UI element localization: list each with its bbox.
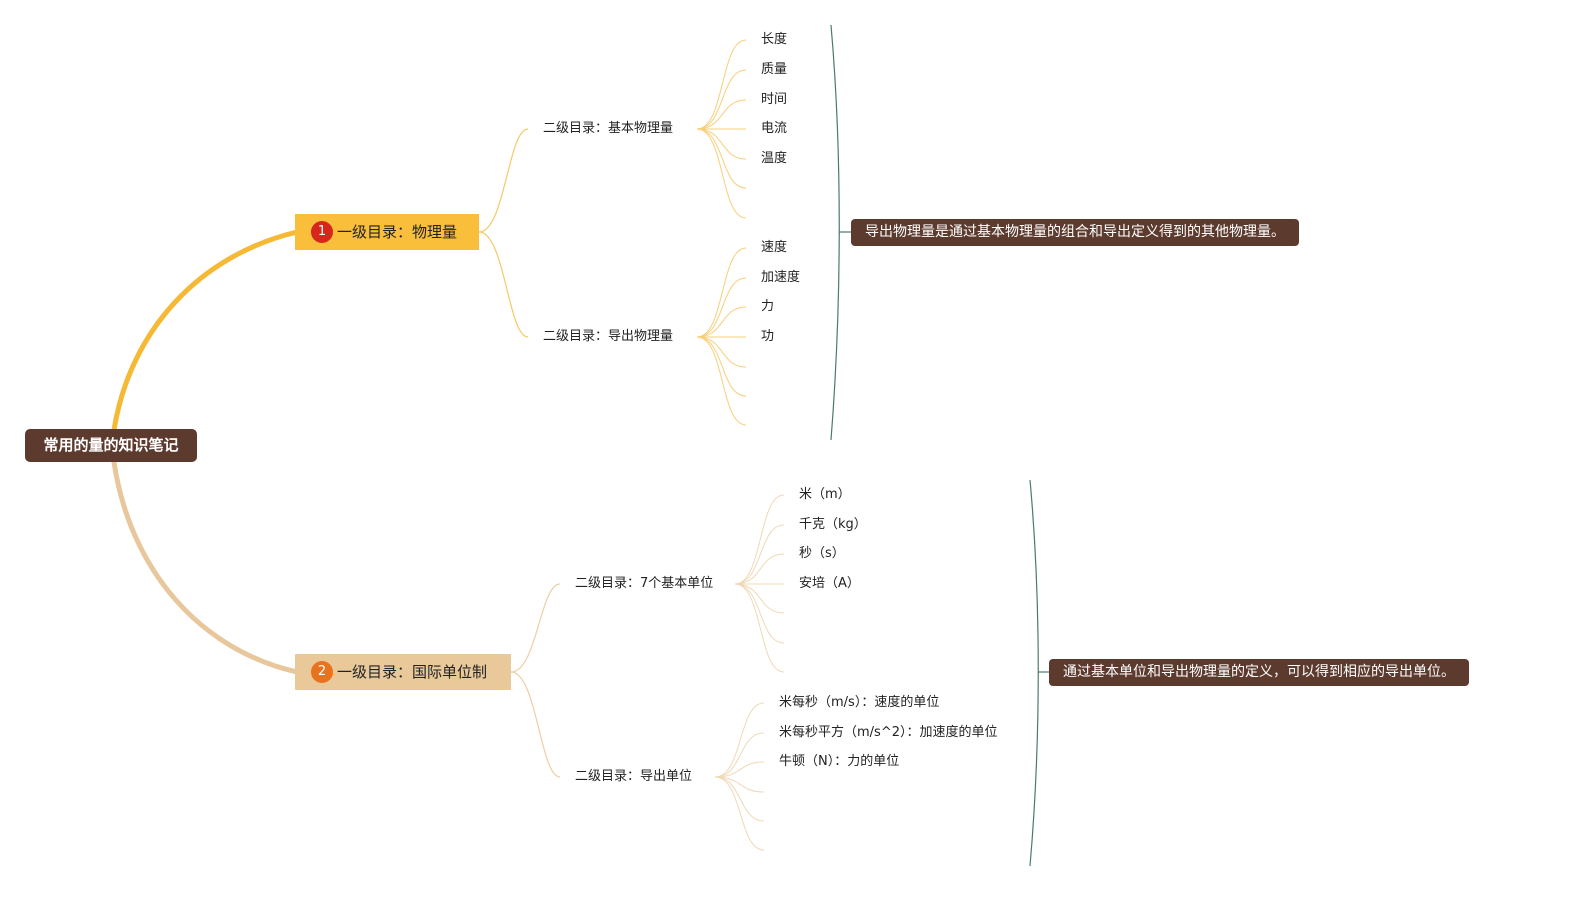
leaf-time[interactable]: 时间 — [761, 92, 788, 107]
branch-label: 一级目录：国际单位制 — [337, 663, 488, 681]
leaf-newton[interactable]: 牛顿（N）：力的单位 — [779, 754, 900, 769]
branch-si-units[interactable]: 2 一级目录：国际单位制 — [295, 654, 511, 690]
root-topic[interactable]: 常用的量的知识笔记 — [25, 429, 197, 462]
number-badge-1: 1 — [311, 221, 333, 243]
summary-derived-quantities[interactable]: 导出物理量是通过基本物理量的组合和导出定义得到的其他物理量。 — [851, 219, 1299, 246]
leaf-acceleration[interactable]: 加速度 — [761, 270, 801, 285]
connector-root-branch1 — [111, 229, 300, 433]
connector-root-branch2 — [111, 459, 300, 675]
subtopic-derived-quantities[interactable]: 二级目录：导出物理量 — [543, 329, 674, 344]
leaf-ampere[interactable]: 安培（A） — [799, 576, 860, 591]
branch-label: 一级目录：物理量 — [337, 223, 458, 241]
subtopic-base-units[interactable]: 二级目录：7个基本单位 — [575, 576, 714, 591]
leaf-second[interactable]: 秒（s） — [799, 546, 845, 561]
leaf-velocity[interactable]: 速度 — [761, 240, 788, 255]
leaf-mass[interactable]: 质量 — [761, 62, 788, 77]
fan-base-units — [734, 494, 785, 673]
leaf-work[interactable]: 功 — [761, 329, 775, 344]
leaf-meter[interactable]: 米（m） — [799, 487, 851, 502]
connector-branch2-sub1 — [510, 583, 561, 673]
leaf-force[interactable]: 力 — [761, 299, 775, 314]
connector-branch1-sub1 — [478, 128, 529, 233]
connector-branch1-sub2 — [478, 231, 529, 338]
summary-brace-2 — [1029, 479, 1039, 867]
subtopic-basic-quantities[interactable]: 二级目录：基本物理量 — [543, 121, 674, 136]
leaf-current[interactable]: 电流 — [761, 121, 788, 136]
summary-brace-1 — [830, 24, 840, 441]
subtopic-derived-units[interactable]: 二级目录：导出单位 — [575, 769, 693, 784]
summary-derived-units[interactable]: 通过基本单位和导出物理量的定义，可以得到相应的导出单位。 — [1049, 659, 1469, 686]
leaf-temperature[interactable]: 温度 — [761, 151, 788, 166]
branch-physical-quantities[interactable]: 1 一级目录：物理量 — [295, 214, 479, 250]
fan-derived-units — [714, 702, 765, 851]
connector-branch2-sub2 — [510, 671, 561, 778]
leaf-meter-per-second[interactable]: 米每秒（m/s）：速度的单位 — [779, 695, 940, 710]
fan-derived-quantities — [696, 247, 747, 426]
fan-basic-quantities — [696, 39, 747, 219]
leaf-kilogram[interactable]: 千克（kg） — [799, 517, 867, 532]
number-badge-2: 2 — [311, 661, 333, 683]
leaf-meter-per-second-squared[interactable]: 米每秒平方（m/s^2）：加速度的单位 — [779, 725, 998, 740]
leaf-length[interactable]: 长度 — [761, 32, 788, 47]
